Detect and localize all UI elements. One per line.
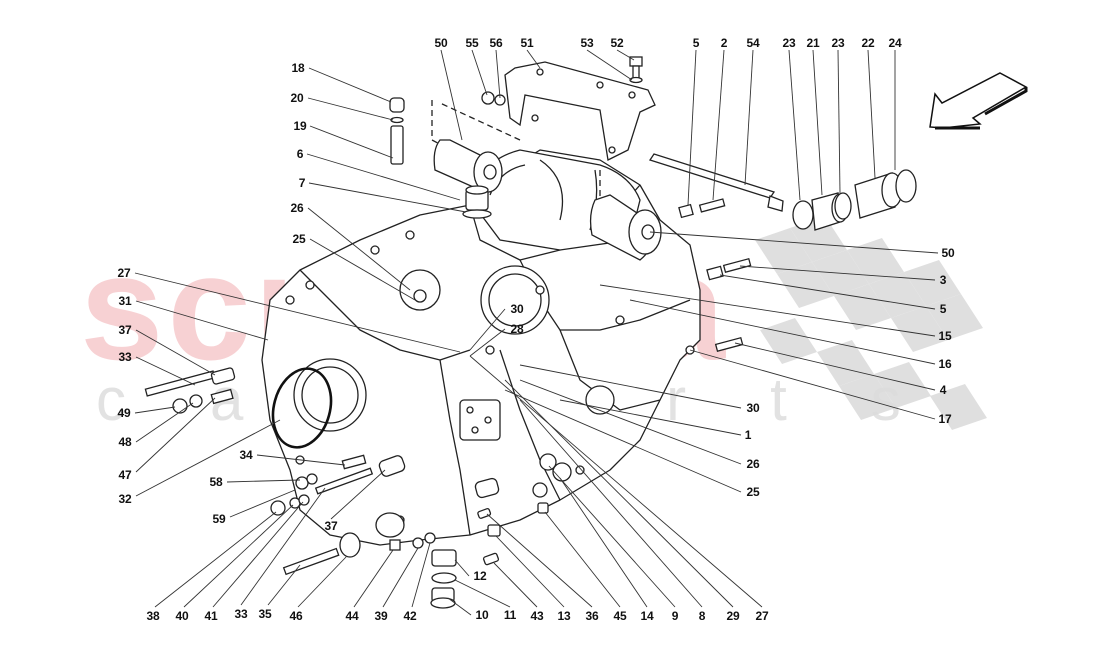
callout-49: 49 [117,406,131,420]
callout-33a: 33 [118,350,132,364]
callout-33b: 33 [234,607,248,621]
callout-26b: 26 [746,457,760,471]
callout-58: 58 [209,475,223,489]
callout-5a: 5 [692,36,700,50]
callout-51: 51 [520,36,534,50]
callout-30b: 30 [746,401,760,415]
callout-2: 2 [720,36,728,50]
callout-34: 34 [239,448,253,462]
callout-25a: 25 [292,232,306,246]
callout-21: 21 [806,36,820,50]
callout-8: 8 [698,609,706,623]
callout-55: 55 [465,36,479,50]
callout-46: 46 [289,609,303,623]
callout-37a: 37 [118,323,132,337]
mount-bracket [431,61,656,226]
callout-56: 56 [489,36,503,50]
callout-5b: 5 [939,302,947,316]
callout-35: 35 [258,607,272,621]
callout-27a: 27 [117,266,131,280]
o-ring [271,367,333,449]
callout-47: 47 [118,468,132,482]
callout-52: 52 [610,36,624,50]
callout-4: 4 [939,383,947,397]
callout-36: 36 [585,609,599,623]
fill-plug [462,185,492,219]
callout-30a: 30 [510,302,524,316]
callout-16: 16 [938,357,952,371]
callout-31: 31 [118,294,132,308]
callout-54: 54 [746,36,760,50]
checkered-flag-watermark [755,216,987,430]
callout-22: 22 [861,36,875,50]
drain-plug-assembly [389,453,572,609]
callout-6: 6 [296,147,304,161]
callout-50b: 50 [941,246,955,260]
callout-20: 20 [290,91,304,105]
callout-42: 42 [403,609,417,623]
callout-26a: 26 [290,201,304,215]
callout-39: 39 [374,609,388,623]
callout-9: 9 [671,609,679,623]
callout-12: 12 [473,569,487,583]
rubber-mount-right [589,194,662,261]
callout-3: 3 [939,273,947,287]
direction-arrow-icon [929,72,1028,130]
callout-23b: 23 [831,36,845,50]
callout-11: 11 [503,608,517,622]
callout-18: 18 [291,61,305,75]
callout-38: 38 [146,609,160,623]
callout-13: 13 [557,609,571,623]
callout-7: 7 [298,176,306,190]
callout-43: 43 [530,609,544,623]
callout-24: 24 [888,36,902,50]
callout-17: 17 [938,412,952,426]
callout-59: 59 [212,512,226,526]
callout-29: 29 [726,609,740,623]
callout-1: 1 [744,428,752,442]
hardware-right [648,153,784,353]
hardware-top [481,56,643,106]
bearing-set [792,169,917,231]
callout-32: 32 [118,492,132,506]
callout-40: 40 [175,609,189,623]
callout-45: 45 [613,609,627,623]
callout-48: 48 [118,435,132,449]
callout-15: 15 [938,329,952,343]
leader-lines [134,49,939,616]
callout-14: 14 [640,609,654,623]
callout-25b: 25 [746,485,760,499]
callout-23a: 23 [782,36,796,50]
callout-37b: 37 [324,519,338,533]
rubber-mount-left [433,139,503,193]
breather-assembly [389,97,405,165]
callout-44: 44 [345,609,359,623]
callout-27b: 27 [755,609,769,623]
callout-41: 41 [204,609,218,623]
callout-19: 19 [293,119,307,133]
callout-10: 10 [475,608,489,622]
callout-28: 28 [510,322,524,336]
callout-53: 53 [580,36,594,50]
callout-50a: 50 [434,36,448,50]
